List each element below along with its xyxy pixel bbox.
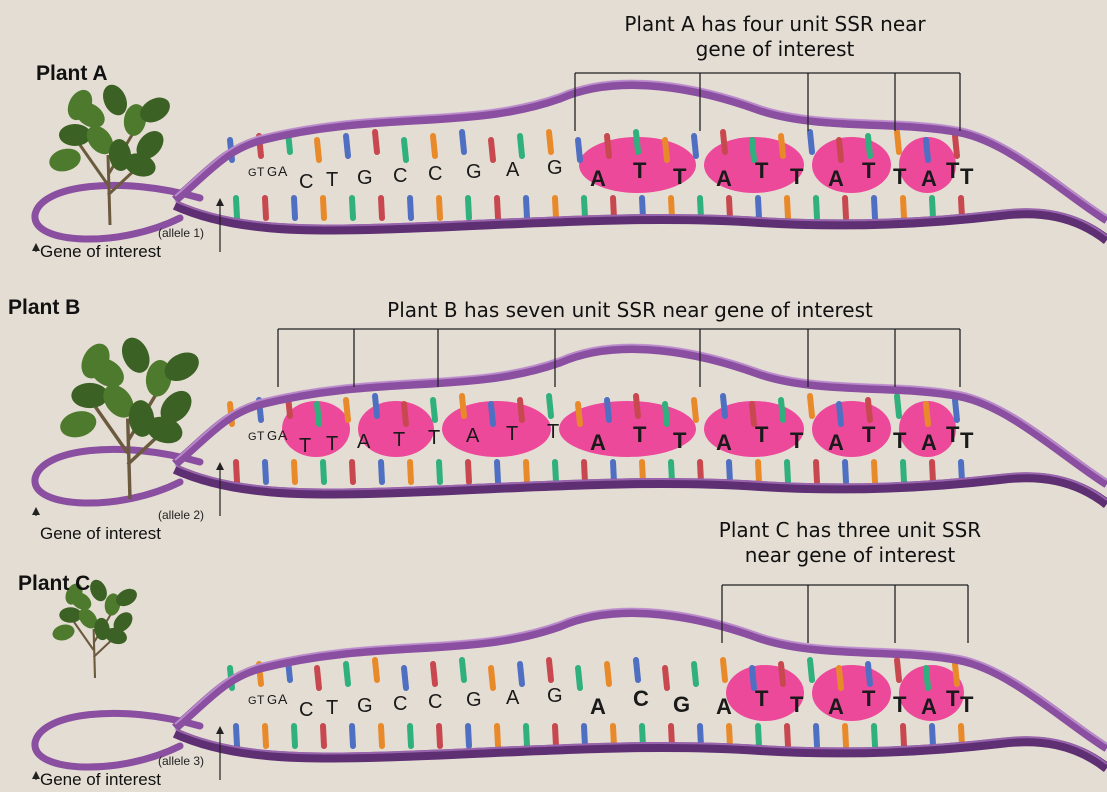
base-letter: T — [428, 427, 440, 449]
base-letter: A — [357, 431, 371, 453]
base-letter: G — [267, 428, 277, 443]
base-letter: G — [547, 157, 563, 179]
gene-of-interest-label-c: Gene of interest — [40, 770, 161, 790]
base-letter: T — [326, 433, 338, 455]
base-letter: T — [299, 435, 311, 457]
plant-icon — [47, 81, 175, 225]
plant-c-label: Plant C — [18, 572, 90, 596]
base-letter: A — [466, 425, 480, 447]
base-letter: C — [428, 691, 442, 713]
base-letter: A — [828, 694, 844, 719]
base-letter: A — [590, 430, 606, 455]
base-letter: T — [326, 697, 338, 719]
panel-plant-a: GTGACTGCCGAGATTATTATTATT Plant A Plant A… — [0, 0, 1107, 264]
base-letter: T — [862, 158, 876, 183]
ssr-bracket — [278, 329, 960, 387]
base-letter: G — [466, 689, 482, 711]
base-letter: G — [267, 692, 277, 707]
base-letter: A — [278, 427, 288, 443]
base-letter: G — [248, 695, 257, 707]
panel-plant-b: GTGATTATTATTATTATTATTATT Plant B Plant B… — [0, 264, 1107, 528]
base-letter: G — [248, 167, 257, 179]
base-letter: T — [946, 422, 960, 447]
base-letter: T — [673, 428, 687, 453]
base-letter: T — [506, 423, 518, 445]
base-letter: T — [893, 428, 907, 453]
base-letter: T — [393, 429, 405, 451]
base-letter: T — [673, 164, 687, 189]
base-letter: A — [506, 159, 520, 181]
gene-of-interest-label-b: Gene of interest — [40, 524, 161, 544]
gene-of-interest-label-a: Gene of interest — [40, 242, 161, 262]
base-letter: T — [790, 428, 804, 453]
base-letter: T — [326, 169, 338, 191]
allele-2-tag: (allele 2) — [158, 508, 204, 522]
base-letter: A — [828, 430, 844, 455]
base-letter: A — [921, 166, 937, 191]
base-letter: A — [590, 166, 606, 191]
base-letter: T — [257, 429, 265, 443]
base-letter: T — [862, 686, 876, 711]
base-letter: T — [547, 421, 559, 443]
base-letter: A — [716, 430, 732, 455]
base-letter: A — [921, 430, 937, 455]
plant-a-ssr-caption: Plant A has four unit SSR near gene of i… — [560, 12, 990, 62]
base-letter: G — [547, 685, 563, 707]
base-letter: T — [633, 158, 647, 183]
base-letter: C — [299, 699, 313, 721]
allele-3-tag: (allele 3) — [158, 754, 204, 768]
base-letter: A — [828, 166, 844, 191]
base-letter: G — [267, 164, 277, 179]
panel-plant-c: GTGACTGCCGAGACGATTATTATT Plant C Plant C… — [0, 528, 1107, 792]
plant-c-ssr-caption: Plant C has three unit SSR near gene of … — [690, 518, 1010, 568]
base-letter: T — [633, 422, 647, 447]
base-letter: A — [506, 687, 520, 709]
base-letter: A — [716, 694, 732, 719]
base-letter: T — [790, 164, 804, 189]
base-letter: T — [893, 692, 907, 717]
base-letter: G — [248, 431, 257, 443]
base-letter: A — [921, 694, 937, 719]
base-letter: T — [755, 422, 769, 447]
base-letter: T — [755, 158, 769, 183]
base-letter: G — [466, 161, 482, 183]
base-letter: T — [862, 422, 876, 447]
base-letter: C — [393, 165, 407, 187]
base-letter: G — [357, 695, 373, 717]
base-letter: T — [790, 692, 804, 717]
base-letter: T — [960, 428, 974, 453]
ssr-highlight — [282, 401, 956, 457]
base-letter: C — [633, 686, 649, 711]
base-letter: A — [716, 166, 732, 191]
base-letter: T — [946, 686, 960, 711]
base-letter: T — [960, 164, 974, 189]
base-letter: G — [357, 167, 373, 189]
base-letter: T — [257, 693, 265, 707]
base-letter: T — [946, 158, 960, 183]
base-letter: C — [428, 163, 442, 185]
base-letter: T — [755, 686, 769, 711]
base-letter: T — [960, 692, 974, 717]
base-letter: T — [257, 165, 265, 179]
allele-1-tag: (allele 1) — [158, 226, 204, 240]
plant-b-ssr-caption: Plant B has seven unit SSR near gene of … — [330, 298, 930, 323]
base-letter: G — [673, 692, 690, 717]
base-letter: T — [893, 164, 907, 189]
base-letter: A — [590, 694, 606, 719]
base-letter: C — [299, 171, 313, 193]
plant-b-label: Plant B — [8, 296, 80, 320]
base-letter: A — [278, 163, 288, 179]
base-letter: C — [393, 693, 407, 715]
base-letter: A — [278, 691, 288, 707]
plant-a-label: Plant A — [36, 62, 108, 86]
